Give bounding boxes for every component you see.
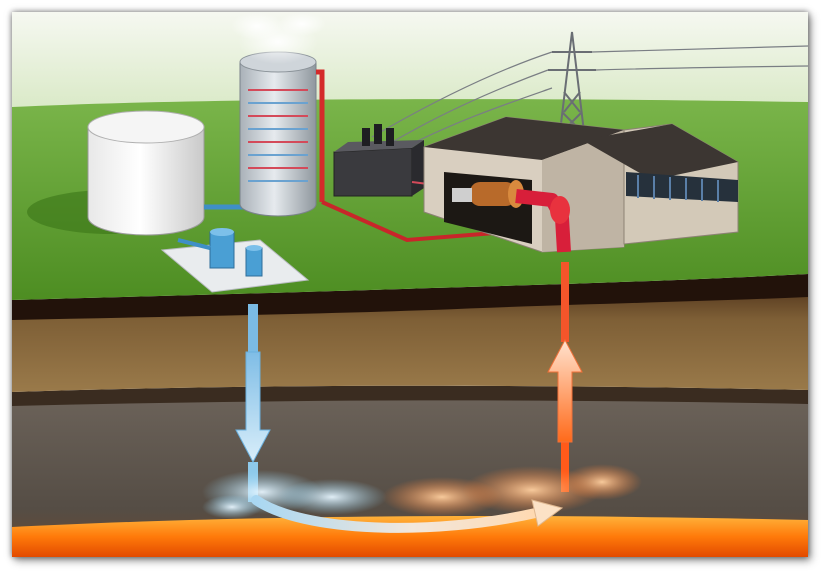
production-well-arrow-icon [547, 338, 583, 443]
transmission-tower-icon [548, 31, 596, 133]
circulation-loop-arrow-icon [251, 495, 564, 533]
magma-layer [12, 516, 808, 557]
steam-plume [231, 12, 326, 64]
hot-water-reservoir [382, 464, 642, 517]
power-plant-icon [423, 116, 739, 253]
transformer-icon [333, 124, 453, 197]
geothermal-power-plant-diagram [12, 12, 808, 557]
injection-well-arrow-icon [235, 351, 271, 464]
cold-water-reservoir [202, 470, 387, 519]
rock-band [12, 385, 808, 406]
topsoil-edge [12, 274, 808, 320]
injection-pump-station [160, 228, 310, 293]
cooling-tower-icon [239, 51, 325, 217]
water-tank-icon [87, 110, 205, 236]
geothermal-diagram-frame [12, 12, 808, 557]
production-well [561, 262, 569, 492]
